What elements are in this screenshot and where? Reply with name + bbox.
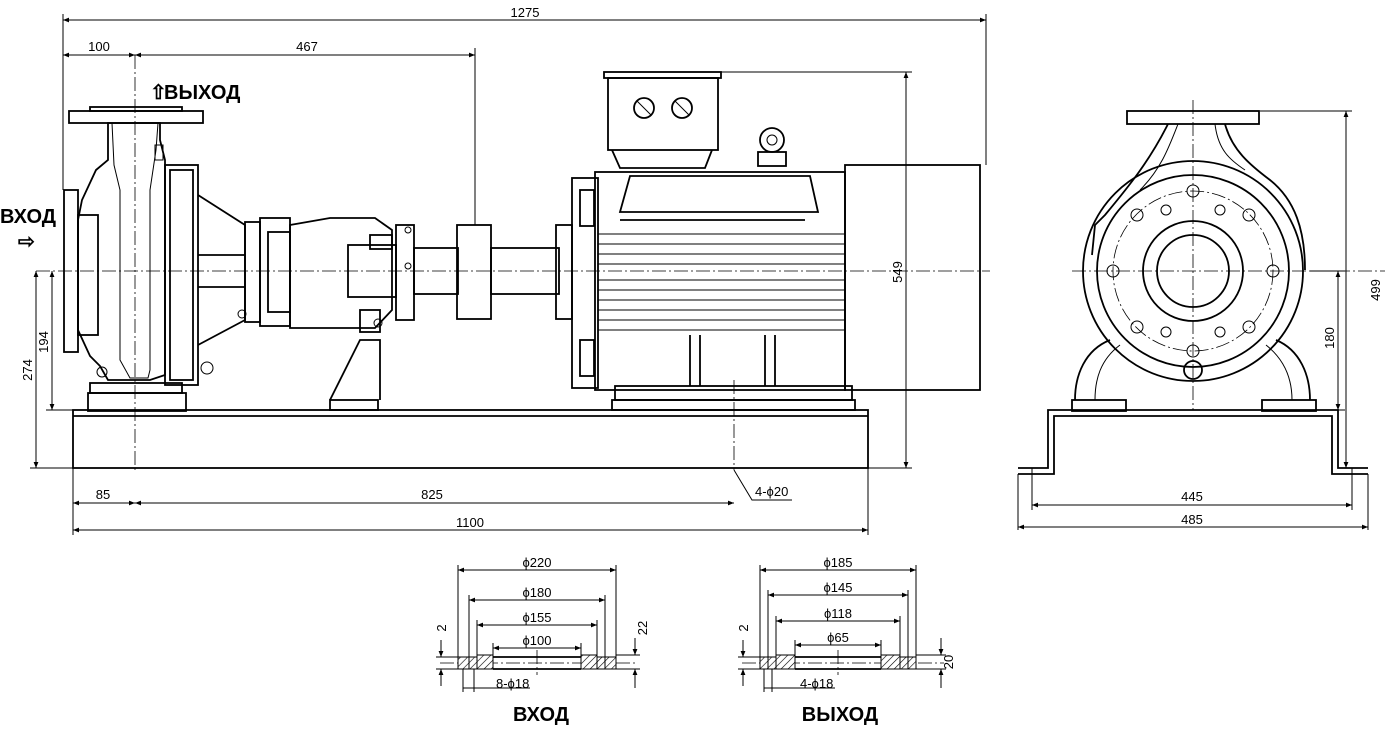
dim-shaft-height-base: 274 xyxy=(20,359,35,381)
inlet-label: ВХОД xyxy=(0,206,56,228)
side-bolt-holes xyxy=(1106,184,1280,358)
outlet-flange-title: ВЫХОД xyxy=(802,704,878,726)
outlet-flange-detail: ϕ185 ϕ145 ϕ118 ϕ65 2 20 4-ϕ18 ВЫХОД xyxy=(736,555,956,726)
dim-bolt-spacing: 825 xyxy=(421,487,443,502)
inlet-d-bore: ϕ100 xyxy=(523,633,552,648)
inlet-thickness: 22 xyxy=(635,621,650,635)
outlet-d-outer: ϕ185 xyxy=(824,555,853,570)
pump-casing xyxy=(63,106,246,412)
dim-base-length: 1100 xyxy=(456,515,484,530)
bearing-frame xyxy=(237,217,415,411)
dim-side-total-height: 499 xyxy=(1368,279,1383,301)
outlet-thickness: 20 xyxy=(941,655,956,669)
dim-side-center-height: 180 xyxy=(1322,327,1337,349)
dim-side-outer-width: 485 xyxy=(1181,512,1203,527)
outlet-label: ВЫХОД xyxy=(164,82,240,104)
dim-suction-center-height: 194 xyxy=(36,331,51,353)
outlet-arrow-icon: ⇧ xyxy=(150,82,167,104)
dim-shaft-height-total: 549 xyxy=(890,261,905,283)
outlet-holes: 4-ϕ18 xyxy=(800,676,833,691)
outlet-d-bore: ϕ65 xyxy=(827,630,849,645)
dim-bolt-edge: 85 xyxy=(96,487,110,502)
dim-bolt-holes: 4-ϕ20 xyxy=(755,484,788,499)
outlet-face-height: 2 xyxy=(736,624,751,631)
outlet-d-bolt-circle: ϕ145 xyxy=(824,580,853,595)
electric-motor xyxy=(571,71,981,411)
base-frame xyxy=(72,409,869,469)
inlet-d-outer: ϕ220 xyxy=(523,555,552,570)
inlet-holes: 8-ϕ18 xyxy=(496,676,529,691)
dim-side-inner-width: 445 xyxy=(1181,489,1203,504)
front-view: 1275 100 467 549 274 194 85 825 1100 4-ϕ… xyxy=(0,5,990,535)
dim-overall-length: 1275 xyxy=(511,5,540,20)
inlet-face-height: 2 xyxy=(434,624,449,631)
inlet-d-bolt-circle: ϕ180 xyxy=(523,585,552,600)
inlet-flange-title: ВХОД xyxy=(513,704,569,726)
inlet-flange-detail: ϕ220 ϕ180 ϕ155 ϕ100 2 22 8-ϕ18 ВХОД xyxy=(434,555,650,726)
dim-suction-to-coupling: 467 xyxy=(296,39,318,54)
front-dimensions xyxy=(30,14,987,535)
outlet-d-raised-face: ϕ118 xyxy=(824,606,852,621)
side-view: 499 180 445 485 xyxy=(1017,100,1385,530)
coupling xyxy=(413,224,573,320)
dim-suction-offset: 100 xyxy=(88,39,110,54)
inlet-d-raised-face: ϕ155 xyxy=(523,610,552,625)
inlet-arrow-icon: ⇨ xyxy=(18,231,35,253)
